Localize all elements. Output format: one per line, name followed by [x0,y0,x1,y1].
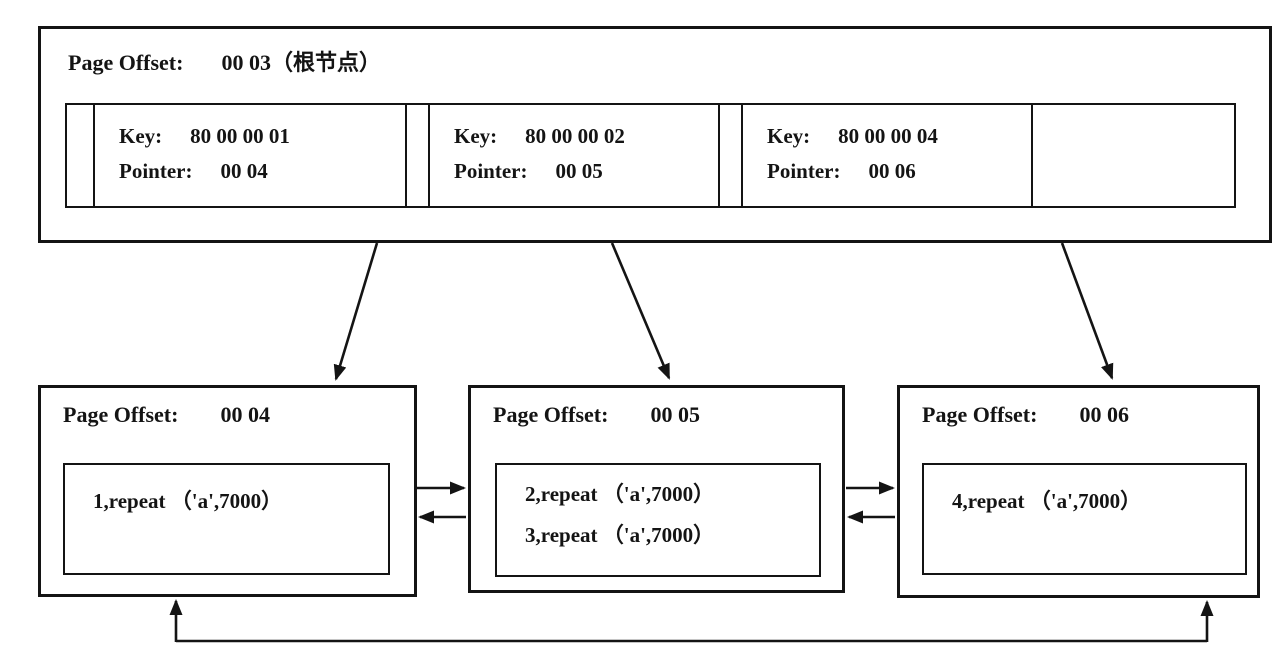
cell-spacer [407,105,430,206]
pointer-line: Pointer: 00 06 [767,154,1031,189]
page-offset-value: 00 05 [650,402,700,427]
key-value: 80 00 00 01 [190,124,290,148]
pointer-line: Pointer: 00 05 [454,154,718,189]
leaf-page-title: Page Offset: 00 05 [493,402,700,428]
cell-spacer [720,105,743,206]
page-offset-label: Page Offset: [493,402,609,427]
leaf-page-title: Page Offset: 00 06 [922,402,1129,428]
key-line: Key: 80 00 00 02 [454,119,718,154]
pointer-value: 00 06 [868,159,916,183]
root-page-offset-label: Page Offset: [68,50,184,75]
arrow-root-to-leaf-00-06 [1060,242,1114,380]
key-line: Key: 80 00 00 01 [119,119,405,154]
leaf-page-title: Page Offset: 00 04 [63,402,270,428]
empty-tail-cell [1033,105,1234,206]
key-cell-3: Key: 80 00 00 04 Pointer: 00 06 [743,105,1033,206]
record-row: 2,repeat （'a',7000） [525,482,715,506]
arrow-root-to-leaf-00-04 [333,242,379,381]
root-node-page-00-03: Page Offset: 00 03（根节点） Key: 80 00 00 01 P… [38,26,1272,243]
leaf-node-page-00-06: Page Offset: 00 06 4,repeat （'a',7000） [897,385,1260,598]
root-page-title: Page Offset: 00 03（根节点） [68,45,381,77]
pointer-value: 00 04 [220,159,268,183]
key-value: 80 00 00 04 [838,124,938,148]
pointer-value: 00 05 [555,159,603,183]
record-box: 2,repeat （'a',7000） 3,repeat （'a',7000） [495,463,821,577]
page-offset-value: 00 04 [220,402,270,427]
leaf-node-page-00-04: Page Offset: 00 04 1,repeat （'a',7000） [38,385,417,597]
key-cell-2: Key: 80 00 00 02 Pointer: 00 05 [430,105,720,206]
page-offset-value: 00 06 [1079,402,1129,427]
key-label: Key: [767,124,811,148]
record-row: 3,repeat （'a',7000） [525,523,715,547]
record-row: 4,repeat （'a',7000） [952,489,1142,513]
key-value: 80 00 00 02 [525,124,625,148]
key-label: Key: [454,124,498,148]
pointer-label: Pointer: [767,159,841,183]
pointer-label: Pointer: [119,159,193,183]
key-label: Key: [119,124,163,148]
pointer-line: Pointer: 00 04 [119,154,405,189]
root-page-offset-value: 00 03（根节点） [221,50,381,75]
key-line: Key: 80 00 00 04 [767,119,1031,154]
key-cell-1: Key: 80 00 00 01 Pointer: 00 04 [95,105,407,206]
pointer-label: Pointer: [454,159,528,183]
page-offset-label: Page Offset: [63,402,179,427]
record-box: 4,repeat （'a',7000） [922,463,1247,575]
record-box: 1,repeat （'a',7000） [63,463,390,575]
infimum-cell [67,105,95,206]
page-offset-label: Page Offset: [922,402,1038,427]
root-record-row: Key: 80 00 00 01 Pointer: 00 04 Key: 80 00 … [65,103,1236,208]
record-row: 1,repeat （'a',7000） [93,489,283,513]
leaf-node-page-00-05: Page Offset: 00 05 2,repeat （'a',7000） 3,… [468,385,845,593]
arrow-root-to-leaf-00-05 [610,242,671,380]
